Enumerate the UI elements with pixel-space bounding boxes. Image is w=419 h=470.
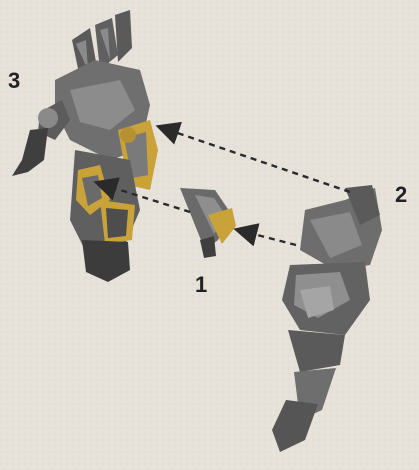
part-label-1: 1 (195, 272, 207, 298)
part-label-2: 2 (395, 182, 407, 208)
part-label-3: 3 (8, 68, 20, 94)
